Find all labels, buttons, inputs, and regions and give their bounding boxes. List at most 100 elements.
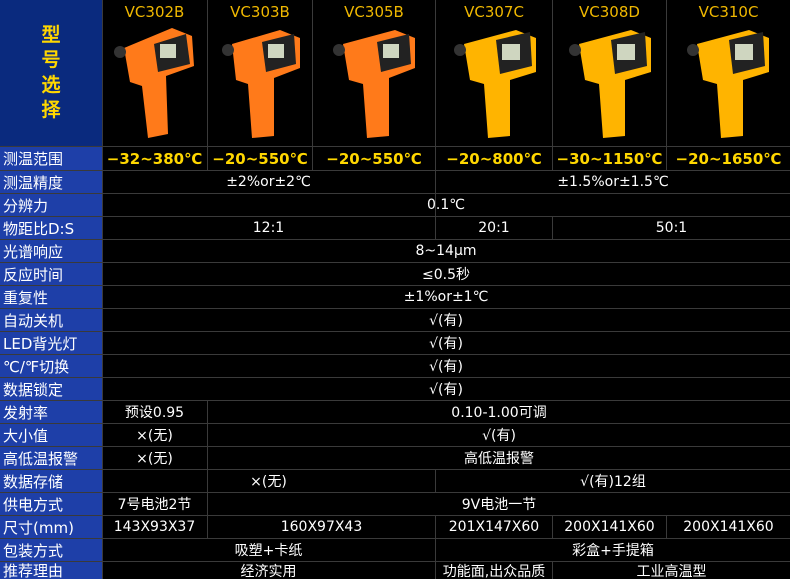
repeat-value: ±1%or±1℃ [102, 286, 790, 308]
grid-line [0, 331, 790, 332]
grid-line [312, 0, 313, 170]
grid-line [0, 239, 790, 240]
resolution-value: 0.1℃ [102, 194, 790, 216]
grid-line [0, 285, 790, 286]
thermometer-gun-icon [333, 30, 415, 138]
row-label-led: LED背光灯 [0, 332, 102, 354]
row-label-storage: 数据存储 [0, 470, 102, 492]
power-value-a: 7号电池2节 [102, 493, 207, 515]
grid-line [666, 0, 667, 170]
range-vc302b: −32~380℃ [102, 147, 207, 170]
grid-line [0, 469, 790, 470]
model-select-char-2: 号 [41, 49, 61, 71]
reason-value-b: 功能面,出众品质 [436, 562, 552, 579]
reason-value-a: 经济实用 [102, 562, 435, 579]
row-label-resolution: 分辨力 [0, 194, 102, 216]
grid-line [102, 0, 103, 579]
alarm-value-a: ×(无) [102, 447, 207, 469]
grid-line [435, 469, 436, 492]
row-label-accuracy: 测温精度 [0, 171, 102, 193]
row-label-spectral: 光谱响应 [0, 240, 102, 262]
alarm-value-b: 高低温报警 [208, 447, 790, 469]
row-label-autooff: 自动关机 [0, 309, 102, 331]
storage-value-a: ×(无) [102, 470, 435, 492]
row-label-package: 包装方式 [0, 539, 102, 561]
model-col-vc310c: VC310C [667, 0, 790, 146]
grid-line [0, 446, 790, 447]
thermometer-gun-icon [569, 30, 651, 138]
grid-line [0, 308, 790, 309]
thermometer-gun-icon [222, 30, 300, 138]
grid-line [0, 193, 790, 194]
grid-line [0, 561, 790, 562]
range-vc303b: −20~550℃ [208, 147, 312, 170]
power-value-b: 9V电池一节 [208, 493, 790, 515]
spectral-value: 8~14μm [102, 240, 790, 262]
model-select-label: 型 号 选 择 [0, 0, 102, 146]
hold-value: √(有) [102, 378, 790, 400]
grid-line [435, 515, 436, 579]
size-value-a: 143X93X37 [102, 516, 207, 538]
model-name: VC302B [124, 3, 185, 21]
grid-line [0, 216, 790, 217]
size-value-d: 200X141X60 [553, 516, 666, 538]
model-col-vc308d: VC308D [553, 0, 666, 146]
model-col-vc302b: VC302B [102, 0, 207, 146]
emissivity-value-a: 预设0.95 [102, 401, 207, 423]
model-name: VC303B [230, 3, 290, 21]
model-name: VC310C [698, 3, 759, 21]
ds-value-c: 50:1 [553, 217, 790, 239]
range-vc307c: −20~800℃ [436, 147, 552, 170]
ds-value-b: 20:1 [436, 217, 552, 239]
grid-line [552, 515, 553, 538]
model-col-vc305b: VC305B [313, 0, 435, 146]
storage-value-b: √(有)12组 [436, 470, 790, 492]
reason-value-c: 工业高温型 [553, 562, 790, 579]
model-name: VC308D [579, 3, 640, 21]
thermometer-gun-icon [687, 30, 769, 138]
grid-line [435, 0, 436, 239]
thermometer-gun-icon [454, 30, 536, 138]
thermometer-gun-icon [114, 28, 194, 138]
row-label-power: 供电方式 [0, 493, 102, 515]
grid-line [207, 0, 208, 170]
grid-line [207, 400, 208, 515]
model-col-vc303b: VC303B [208, 0, 312, 146]
grid-line [0, 170, 790, 171]
grid-line [207, 515, 208, 538]
grid-line [0, 377, 790, 378]
accuracy-value-b: ±1.5%or±1.5℃ [436, 171, 790, 193]
row-label-size: 尺寸(mm) [0, 516, 102, 538]
row-label-range: 测温范围 [0, 147, 102, 170]
grid-line [0, 492, 790, 493]
row-label-ds: 物距比D:S [0, 217, 102, 239]
grid-line [435, 170, 436, 193]
model-select-char-4: 择 [41, 99, 61, 121]
model-name: VC305B [344, 3, 404, 21]
model-select-char-1: 型 [41, 24, 61, 46]
size-value-e: 200X141X60 [667, 516, 790, 538]
grid-line [666, 515, 667, 538]
row-label-emissivity: 发射率 [0, 401, 102, 423]
accuracy-value-a: ±2%or±2℃ [102, 171, 435, 193]
grid-line [0, 262, 790, 263]
range-vc308d: −30~1150℃ [553, 147, 666, 170]
response-value: ≤0.5秒 [102, 263, 790, 285]
row-label-maxmin: 大小值 [0, 424, 102, 446]
grid-line [0, 515, 790, 516]
package-value-b: 彩盒+手提箱 [436, 539, 790, 561]
size-value-c: 201X147X60 [436, 516, 552, 538]
grid-line [0, 538, 790, 539]
grid-line [552, 561, 553, 579]
autooff-value: √(有) [102, 309, 790, 331]
model-select-char-3: 选 [41, 74, 61, 96]
model-col-vc307c: VC307C [436, 0, 552, 146]
cf-value: √(有) [102, 355, 790, 377]
package-value-a: 吸塑+卡纸 [102, 539, 435, 561]
led-value: √(有) [102, 332, 790, 354]
size-value-b: 160X97X43 [208, 516, 435, 538]
row-label-hold: 数据锁定 [0, 378, 102, 400]
row-label-cf: ℃/℉切换 [0, 355, 102, 377]
model-name: VC307C [464, 3, 524, 21]
